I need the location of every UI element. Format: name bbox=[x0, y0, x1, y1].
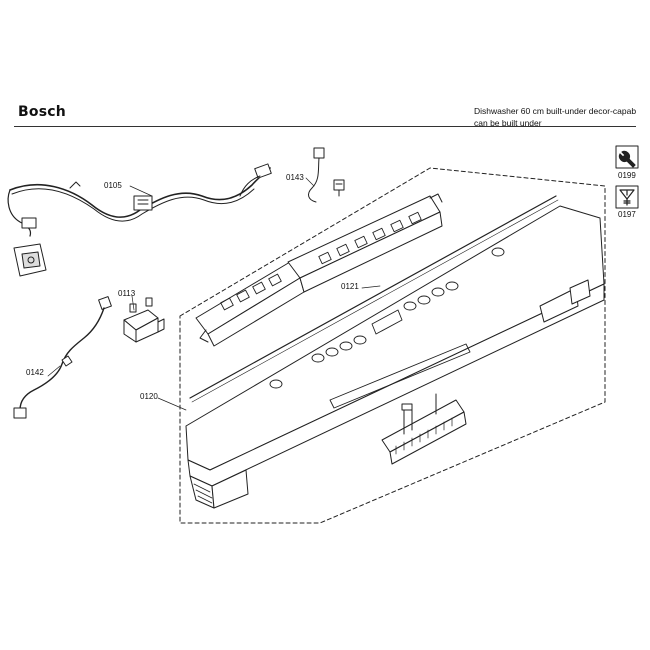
sensor-cable-0143 bbox=[308, 147, 345, 203]
leader-lines bbox=[47, 177, 381, 411]
header-rule bbox=[14, 126, 636, 127]
callout-0143: 0143 bbox=[286, 173, 304, 182]
assembly-dashed-boundary bbox=[179, 167, 606, 524]
callout-0142: 0142 bbox=[26, 368, 44, 377]
door-latch bbox=[381, 393, 467, 465]
wrench-icon bbox=[618, 150, 636, 168]
callout-0113: 0113 bbox=[118, 289, 136, 298]
title-line-1: Dishwasher 60 cm built-under decor-capab bbox=[474, 106, 637, 116]
wire-harness-0105 bbox=[7, 163, 272, 237]
callout-0120: 0120 bbox=[140, 392, 158, 401]
seal-strip bbox=[189, 195, 557, 399]
title-line-2: can be built under bbox=[474, 118, 542, 128]
callout-0105: 0105 bbox=[104, 181, 122, 190]
switch-0113 bbox=[123, 297, 165, 343]
symbol-label-0197: 0197 bbox=[618, 210, 636, 219]
cable-0142 bbox=[13, 296, 112, 419]
brand-name: Bosch bbox=[18, 104, 66, 120]
control-module-housing bbox=[195, 193, 443, 347]
connector-block bbox=[13, 243, 47, 277]
diagram-title: Dishwasher 60 cm built-under decor-capab… bbox=[474, 105, 646, 129]
control-panel-fascia bbox=[185, 205, 605, 509]
screw-icon bbox=[619, 189, 635, 206]
callout-0121: 0121 bbox=[341, 282, 359, 291]
symbol-label-0199: 0199 bbox=[618, 171, 636, 180]
